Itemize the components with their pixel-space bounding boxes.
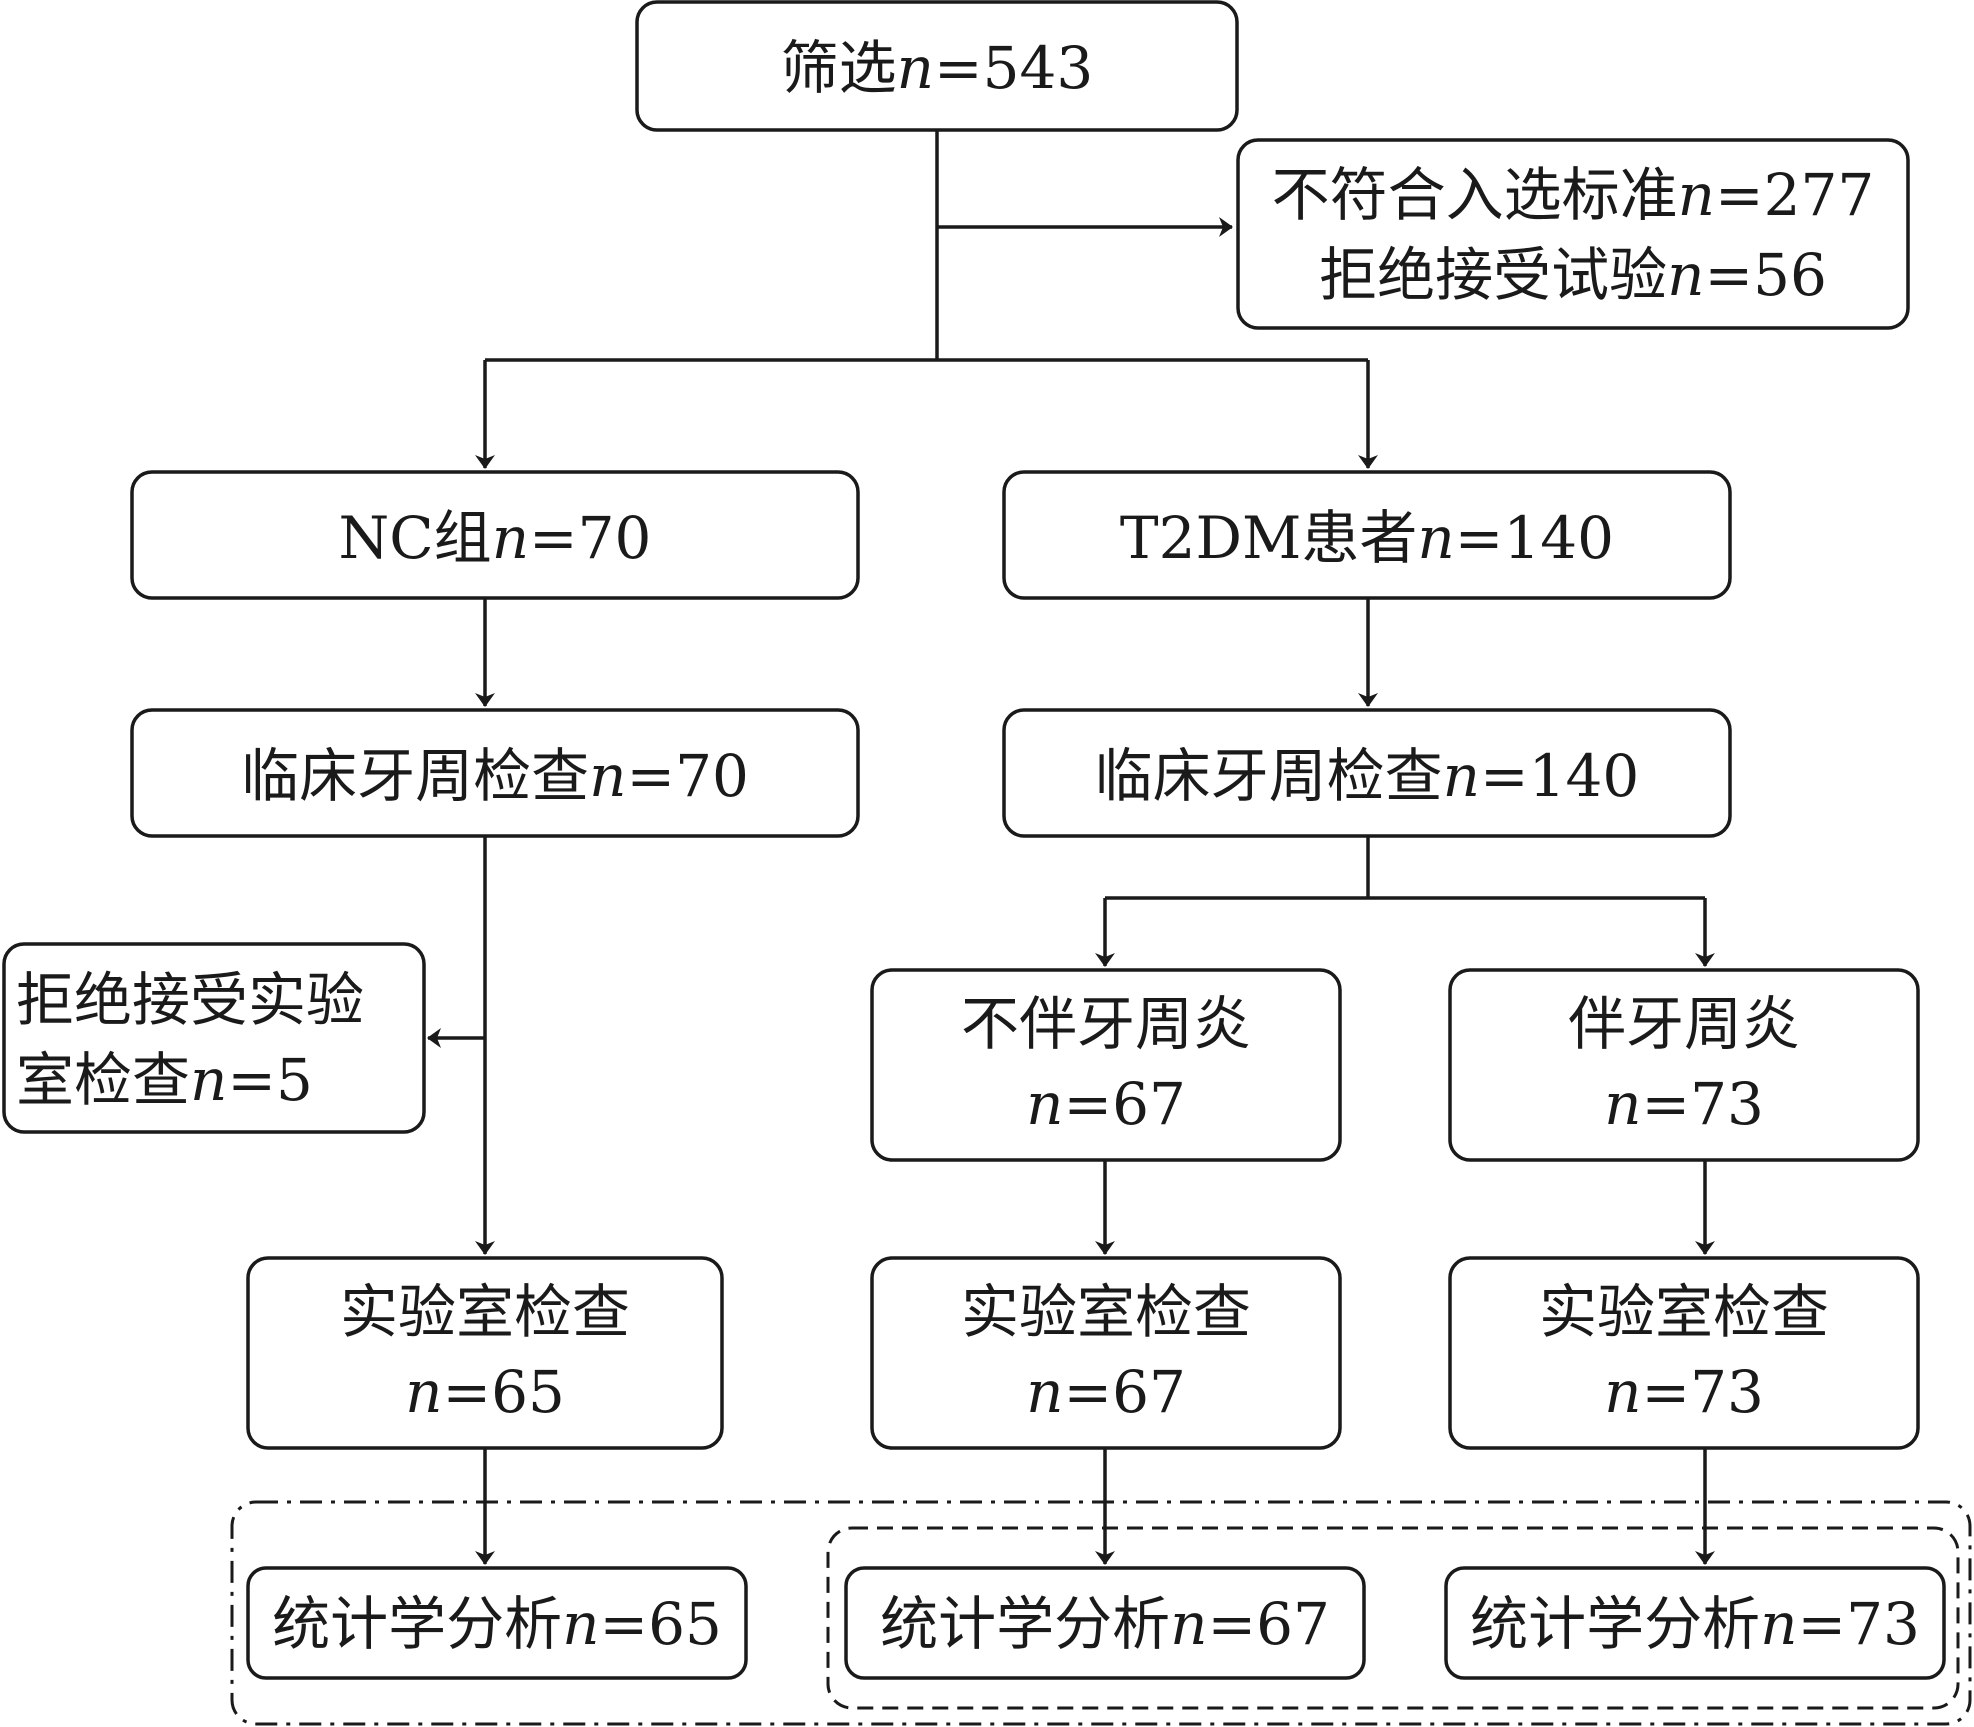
outer-dashdot-frame (230, 1500, 1972, 1726)
node-perio-stats: 统计学分析n=73 (1444, 1566, 1946, 1680)
svg-text:统计学分析n=67: 统计学分析n=67 (880, 1590, 1330, 1658)
node-perio-lab: 实验室检查 n=73 (1448, 1256, 1920, 1450)
svg-text:统计学分析n=73: 统计学分析n=73 (1470, 1590, 1920, 1658)
node-perio: 伴牙周炎 n=73 (1448, 968, 1920, 1162)
node-excluded: 不符合入选标准n=277 拒绝接受试验n=56 (1236, 138, 1910, 330)
node-t2dm-clinical: 临床牙周检查n=140 (1002, 708, 1732, 838)
svg-text:筛选n=543: 筛选n=543 (781, 34, 1094, 102)
node-nc-stats: 统计学分析n=65 (246, 1566, 748, 1680)
svg-text:统计学分析n=65: 统计学分析n=65 (272, 1590, 722, 1658)
svg-text:临床牙周检查n=70: 临床牙周检查n=70 (241, 742, 749, 810)
svg-text:实验室检查: 实验室检查 (1539, 1278, 1829, 1346)
svg-text:临床牙周检查n=140: 临床牙周检查n=140 (1095, 742, 1640, 810)
node-screening: 筛选n=543 (635, 0, 1239, 132)
node-t2dm: T2DM患者n=140 (1002, 470, 1732, 600)
svg-text:实验室检查: 实验室检查 (340, 1278, 630, 1346)
svg-text:拒绝接受实验: 拒绝接受实验 (16, 966, 364, 1034)
node-nc-clinical: 临床牙周检查n=70 (130, 708, 860, 838)
connectors (427, 130, 1715, 1565)
node-nc-group: NC组n=70 (130, 470, 860, 600)
svg-text:n=67: n=67 (1026, 1070, 1186, 1138)
svg-text:n=73: n=73 (1604, 1358, 1764, 1426)
svg-text:n=73: n=73 (1604, 1070, 1764, 1138)
svg-text:NC组n=70: NC组n=70 (339, 504, 652, 572)
svg-text:实验室检查: 实验室检查 (961, 1278, 1251, 1346)
node-nc-lab: 实验室检查 n=65 (246, 1256, 724, 1450)
svg-text:不伴牙周炎: 不伴牙周炎 (961, 990, 1251, 1058)
svg-text:拒绝接受试验n=56: 拒绝接受试验n=56 (1319, 241, 1827, 309)
svg-text:n=65: n=65 (405, 1358, 565, 1426)
svg-text:不符合入选标准n=277: 不符合入选标准n=277 (1272, 161, 1875, 229)
svg-text:伴牙周炎: 伴牙周炎 (1568, 990, 1800, 1058)
svg-text:n=67: n=67 (1026, 1358, 1186, 1426)
svg-text:室检查n=5: 室检查n=5 (16, 1046, 313, 1114)
node-no-perio-stats: 统计学分析n=67 (844, 1566, 1366, 1680)
node-no-perio-lab: 实验室检查 n=67 (870, 1256, 1342, 1450)
node-no-perio: 不伴牙周炎 n=67 (870, 968, 1342, 1162)
svg-text:T2DM患者n=140: T2DM患者n=140 (1120, 504, 1614, 572)
inner-dashed-frame (826, 1526, 1960, 1710)
node-refused-lab: 拒绝接受实验 室检查n=5 (2, 942, 426, 1134)
